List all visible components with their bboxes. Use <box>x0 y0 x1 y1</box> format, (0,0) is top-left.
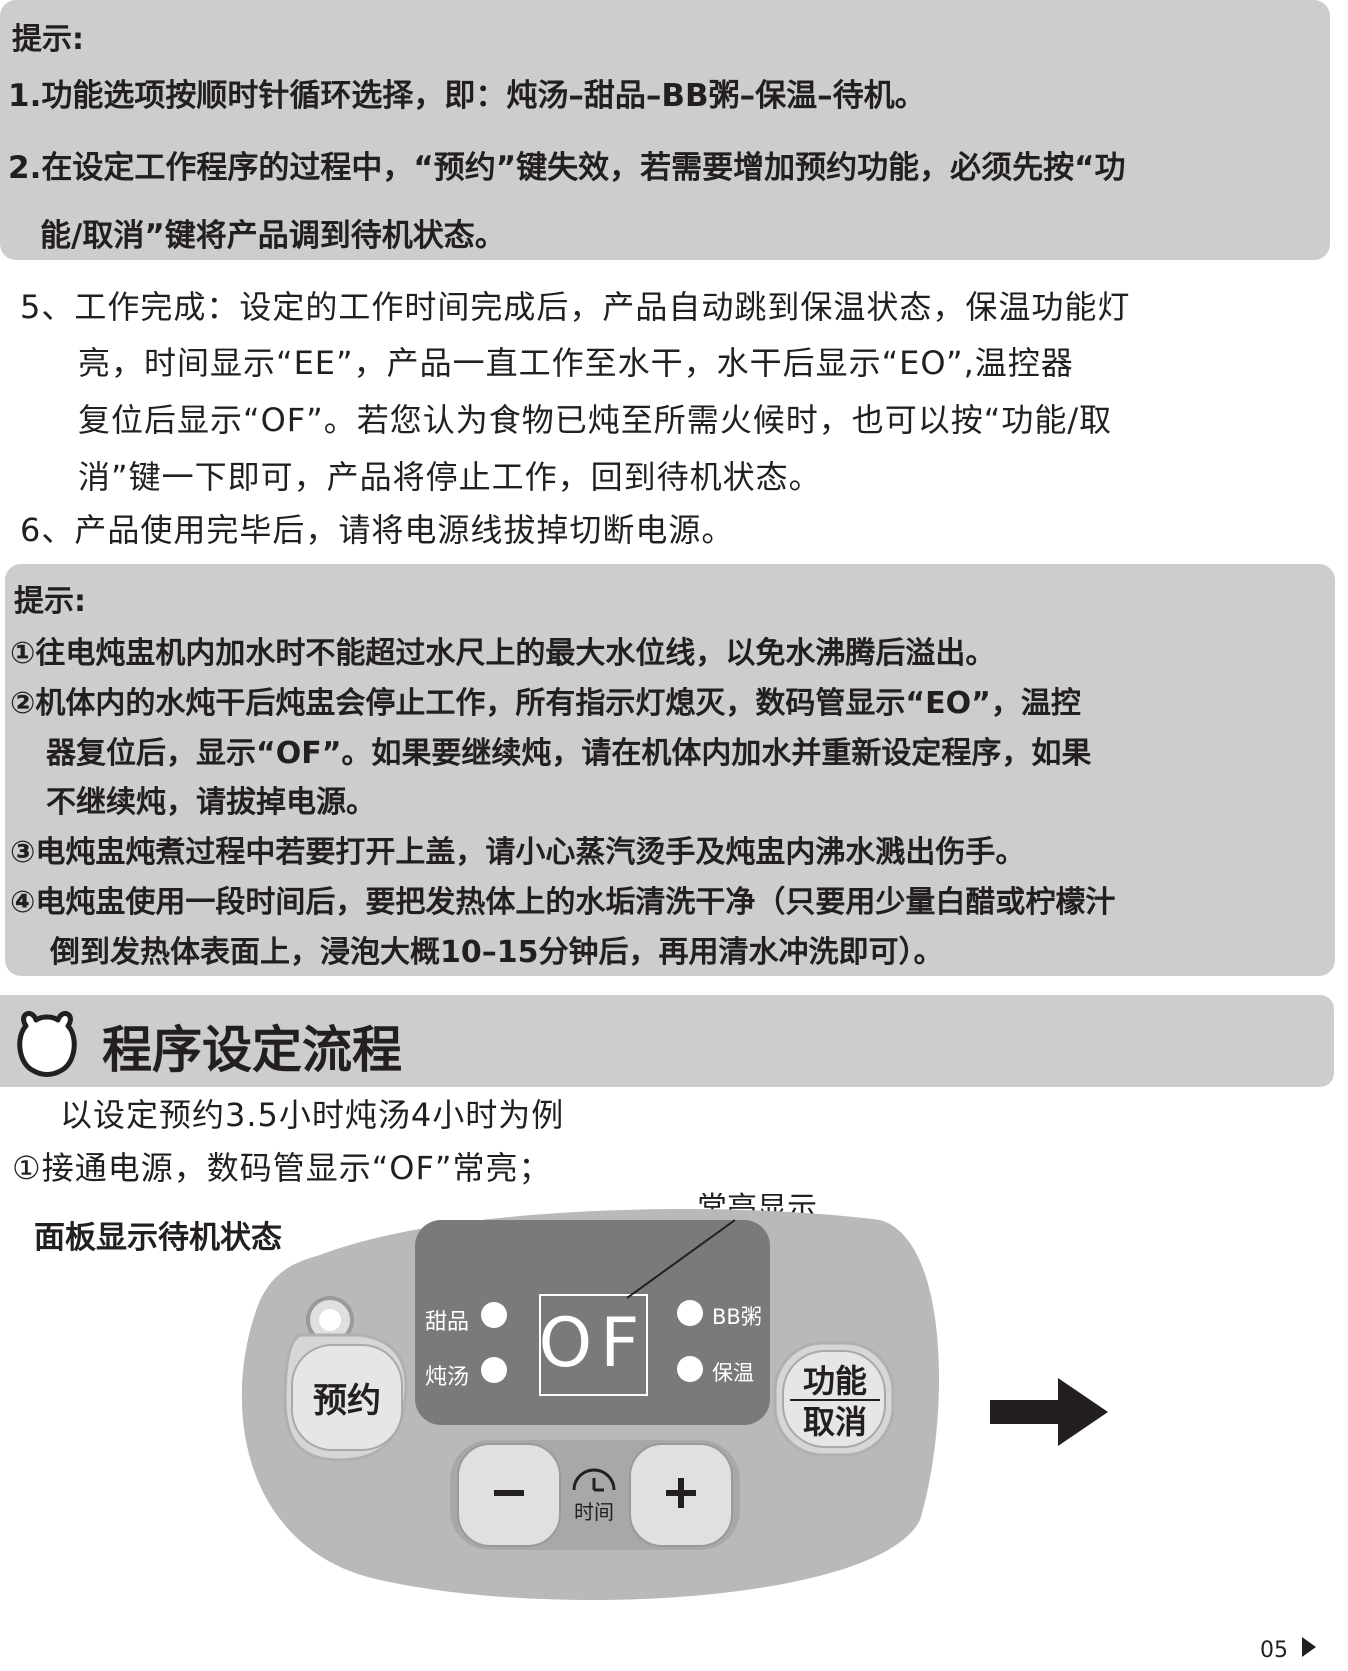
section-title: 程序设定流程 <box>102 1021 402 1079</box>
time-label: 时间 <box>574 1500 614 1524</box>
indicator-light-keep-warm <box>677 1356 703 1382</box>
step-line: 复位后显示“OF”。若您认为食物已炖至所需火候时，也可以按“功能/取 <box>78 401 1113 439</box>
tip2-line: 不继续炖，请拔掉电源。 <box>46 785 376 820</box>
tip2-line: ③电炖盅炖煮过程中若要打开上盖，请小心蒸汽烫手及炖盅内沸水溅出伤手。 <box>10 835 1026 870</box>
callout-line <box>626 1219 736 1299</box>
tip-title-1: 提示: <box>12 22 84 57</box>
next-step-arrow-icon <box>990 1378 1108 1446</box>
step-line: 亮，时间显示“EE”，产品一直工作至水干，水干后显示“EO”,温控器 <box>78 344 1074 382</box>
step-line: 5、工作完成：设定的工作时间完成后，产品自动跳到保温状态，保温功能灯 <box>20 288 1131 326</box>
indicator-light-porridge <box>677 1300 703 1326</box>
reserve-indicator-light <box>319 1309 341 1331</box>
tip2-line: 倒到发热体表面上，浸泡大概10–15分钟后，再用清水冲洗即可）。 <box>50 935 944 970</box>
tip-box-1 <box>0 0 1330 260</box>
control-panel: OF 甜品 炖汤 BB粥 保温 预约 功能 取消 时间 <box>241 1209 1108 1600</box>
tip1-line: 能/取消”键将产品调到待机状态。 <box>40 218 506 254</box>
section-heading-bar <box>0 995 1334 1087</box>
indicator-label-keep-warm: 保温 <box>712 1361 754 1385</box>
page-next-triangle-icon <box>1302 1637 1316 1657</box>
function-button-label: 功能 <box>803 1362 867 1400</box>
tip2-line: ①往电炖盅机内加水时不能超过水尺上的最大水位线，以免水沸腾后溢出。 <box>10 636 996 671</box>
tip-title-2: 提示: <box>14 584 86 619</box>
cancel-button-label: 取消 <box>803 1403 867 1441</box>
step1-text: ①接通电源，数码管显示“OF”常亮； <box>12 1149 552 1187</box>
bear-head-icon <box>17 1011 77 1077</box>
example-text: 以设定预约3.5小时炖汤4小时为例 <box>60 1096 565 1134</box>
digit-display <box>539 1294 648 1396</box>
tip1-line: 2.在设定工作程序的过程中，“预约”键失效，若需要增加预约功能，必须先按“功 <box>8 150 1126 186</box>
function-cancel-button[interactable]: 功能 取消 <box>773 1341 895 1457</box>
clock-icon <box>572 1468 616 1491</box>
step-line: 6、产品使用完毕后，请将电源线拔掉切断电源。 <box>20 511 735 549</box>
digit-text: OF <box>539 1304 648 1383</box>
tip2-line: 器复位后，显示“OF”。如果要继续炖，请在机体内加水并重新设定程序，如果 <box>46 736 1092 771</box>
reserve-button-label: 预约 <box>313 1381 381 1421</box>
indicator-label-soup: 炖汤 <box>425 1365 469 1390</box>
indicator-label-porridge: BB粥 <box>712 1305 762 1329</box>
page-number: 05 <box>1260 1638 1288 1663</box>
tip-box-2 <box>5 564 1335 976</box>
tip2-line: ④电炖盅使用一段时间后，要把发热体上的水垢清洗干净（只要用少量白醋或柠檬汁 <box>10 885 1116 920</box>
tip1-line: 1.功能选项按顺时针循环选择，即：炖汤–甜品–BB粥–保温–待机。 <box>8 78 926 114</box>
indicator-light-soup <box>481 1357 507 1383</box>
time-plus-button[interactable] <box>629 1443 733 1547</box>
step-line: 消”键一下即可，产品将停止工作，回到待机状态。 <box>78 458 822 496</box>
time-minus-button[interactable] <box>457 1443 561 1547</box>
indicator-label-dessert: 甜品 <box>425 1310 469 1335</box>
reserve-button[interactable]: 预约 <box>291 1344 403 1451</box>
panel-label: 面板显示待机状态 <box>34 1220 282 1256</box>
tip2-line: ②机体内的水炖干后炖盅会停止工作，所有指示灯熄灭，数码管显示“EO”，温控 <box>10 686 1081 721</box>
minus-icon <box>494 1490 524 1496</box>
indicator-light-dessert <box>481 1302 507 1328</box>
